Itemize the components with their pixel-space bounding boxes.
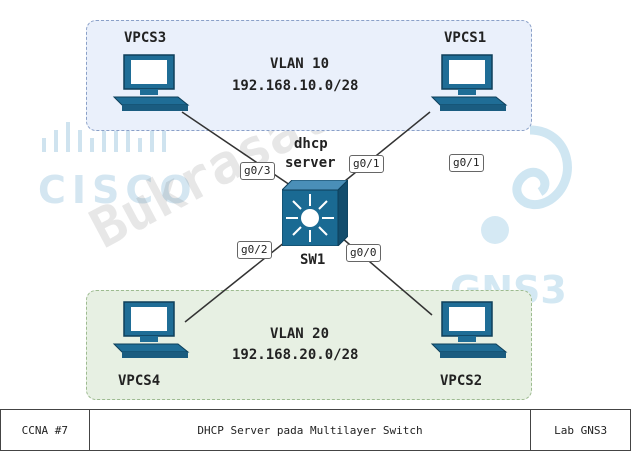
vpcs1-node[interactable] bbox=[428, 53, 508, 117]
link-vpcs1-sw1 bbox=[339, 111, 431, 186]
pc-icon bbox=[112, 54, 190, 111]
sw1-label: SW1 bbox=[300, 252, 326, 268]
link-vpcs4-sw1 bbox=[184, 237, 291, 323]
vlan10-subnet: 192.168.10.0/28 bbox=[232, 78, 359, 94]
vpcs2-node[interactable] bbox=[428, 300, 508, 364]
pc-icon bbox=[112, 301, 190, 358]
vpcs4-label: VPCS4 bbox=[118, 373, 161, 389]
vlan20-subnet: 192.168.20.0/28 bbox=[232, 347, 359, 363]
vlan10-label: VLAN 10 bbox=[270, 56, 330, 72]
footer-bar: CCNA #7 DHCP Server pada Multilayer Swit… bbox=[0, 409, 631, 451]
vpcs3-label: VPCS3 bbox=[124, 30, 167, 46]
cisco-wordmark: CISCO bbox=[38, 168, 198, 212]
switch-role-line1: dhcp bbox=[294, 136, 328, 152]
sw1-node[interactable] bbox=[280, 178, 350, 250]
port-label-g01-extra: g0/1 bbox=[449, 154, 484, 172]
cisco-logo-watermark: CISCO bbox=[34, 118, 198, 212]
footer-center: DHCP Server pada Multilayer Switch bbox=[90, 410, 532, 450]
pc-icon bbox=[430, 54, 508, 111]
vlan20-label: VLAN 20 bbox=[270, 326, 330, 342]
cisco-bars-icon bbox=[42, 122, 166, 152]
vpcs2-label: VPCS2 bbox=[440, 373, 483, 389]
switch-role-line2: server bbox=[285, 155, 336, 171]
vpcs1-label: VPCS1 bbox=[444, 30, 487, 46]
port-label-g01: g0/1 bbox=[349, 155, 384, 173]
footer-left: CCNA #7 bbox=[1, 410, 90, 450]
pc-icon bbox=[430, 301, 508, 358]
port-label-g02: g0/2 bbox=[237, 241, 272, 259]
footer-right: Lab GNS3 bbox=[554, 423, 608, 437]
port-label-g03: g0/3 bbox=[240, 162, 275, 180]
vpcs4-node[interactable] bbox=[110, 300, 190, 364]
gns3-chameleon-icon bbox=[481, 125, 572, 244]
vpcs3-node[interactable] bbox=[110, 53, 190, 117]
port-label-g00: g0/0 bbox=[346, 244, 381, 262]
multilayer-switch-icon bbox=[280, 178, 350, 248]
